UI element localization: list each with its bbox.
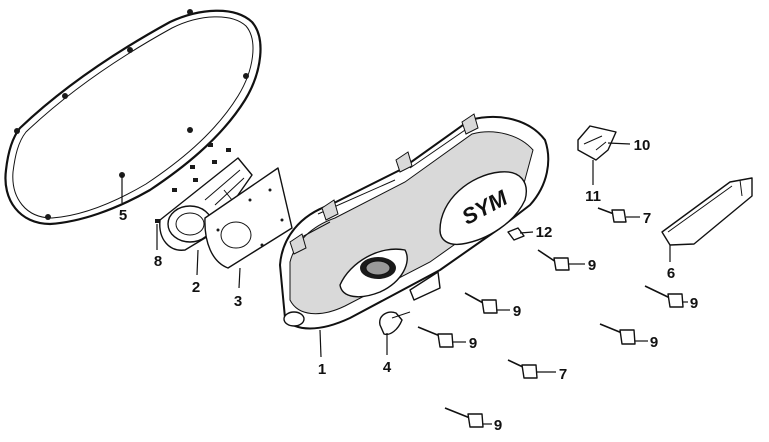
clip-part-12 [507,227,534,241]
callout-6: 6 [667,265,675,282]
bolt-9f [444,407,492,428]
gasket-part-5 [4,9,262,226]
callout-2: 2 [192,279,200,296]
callout-4: 4 [383,359,392,376]
callout-5: 5 [119,207,127,224]
callout-7a: 7 [643,210,651,227]
callout-11: 11 [585,188,601,205]
bolt-9b [464,292,510,314]
clip-part-4 [379,311,411,355]
callout-9c: 9 [690,295,698,312]
callout-9a: 9 [588,257,596,274]
bolt-7b [507,359,556,379]
bolt-9a [537,249,585,271]
gasket-plate-part-3 [204,167,293,289]
bracket-part-10 [577,125,631,161]
rail-guide-part-6 [661,177,753,262]
callout-1: 1 [318,361,326,378]
callout-9f: 9 [494,417,502,434]
bolt-9e [599,323,648,345]
callout-7b: 7 [559,366,567,383]
callout-12: 12 [536,224,553,241]
bolt-9d [417,326,466,348]
crankcase-cover-part-1: SYM [279,113,550,358]
bolt-7a [597,207,640,223]
bolt-9c [644,285,688,308]
callout-3: 3 [234,293,242,310]
callout-10: 10 [634,137,651,154]
callout-8: 8 [154,253,162,270]
screws-part-8 [155,143,231,250]
callout-9e: 9 [650,334,658,351]
callout-9d: 9 [469,335,477,352]
callout-9b: 9 [513,303,521,320]
